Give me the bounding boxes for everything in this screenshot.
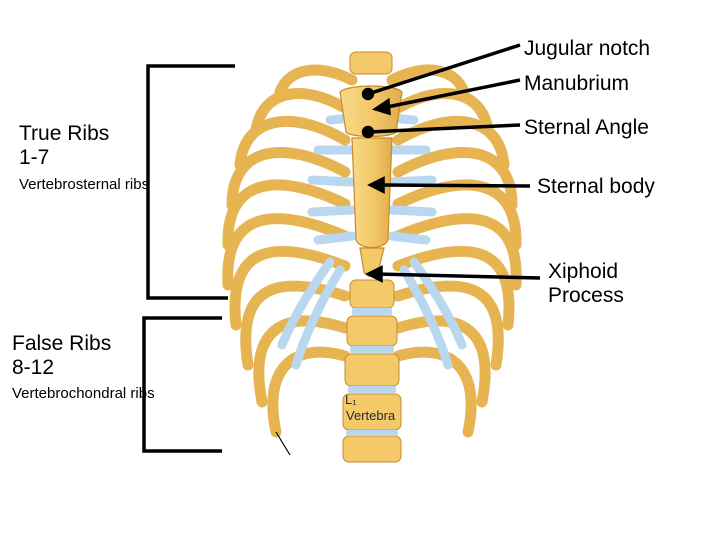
label-true-ribs-line1: True Ribs: [19, 122, 110, 145]
brackets: [142, 64, 235, 453]
label-false-ribs: False Ribs 8-12: [12, 332, 111, 379]
label-sternal-angle: Sternal Angle: [524, 116, 649, 139]
arrowhead-sternal-body: [367, 176, 385, 194]
pointer-l1: [275, 431, 291, 456]
label-vertebrochondral-ribs: Vertebrochondral ribs: [12, 385, 155, 402]
label-vertebrosternal-ribs: Vertebrosternal ribs: [19, 176, 150, 193]
label-true-ribs: True Ribs 1-7: [19, 122, 109, 169]
pointer-sternal-angle: [367, 123, 521, 134]
pointer-dot-sternal-angle: [361, 125, 375, 139]
label-jugular-notch: Jugular notch: [524, 37, 651, 60]
vertebral-column: [342, 51, 402, 463]
label-xiphoid-line2: Process: [548, 283, 624, 307]
label-true-ribs-line2: 1-7: [19, 145, 50, 169]
pointer-manubrium: [381, 78, 521, 110]
rib-cage-illustration: [222, 51, 522, 463]
arrowhead-xiphoid: [365, 265, 383, 283]
pointer-jugular-notch: [367, 43, 521, 96]
bracket-false-ribs: [142, 316, 222, 453]
bracket-true-ribs: [146, 64, 235, 300]
pointer-lines: [275, 43, 541, 456]
label-manubrium: Manubrium: [524, 72, 630, 95]
sternum: [339, 85, 403, 278]
costal-cartilage: [277, 113, 467, 370]
arrowhead-manubrium: [371, 97, 391, 116]
ribs-left: [222, 64, 358, 438]
label-xiphoid-process: Xiphoid Process: [548, 260, 624, 307]
label-sternal-body: Sternal body: [537, 175, 655, 198]
pointer-dot-jugular-notch: [361, 87, 375, 101]
pointer-sternal-body: [379, 183, 531, 188]
label-l1: L₁: [345, 392, 357, 407]
label-false-ribs-line1: False Ribs: [12, 332, 112, 355]
label-vertebra: Vertebra: [346, 408, 396, 423]
label-false-ribs-line2: 8-12: [12, 355, 55, 379]
pointer-xiphoid: [377, 272, 541, 280]
label-xiphoid-line1: Xiphoid: [548, 260, 619, 283]
